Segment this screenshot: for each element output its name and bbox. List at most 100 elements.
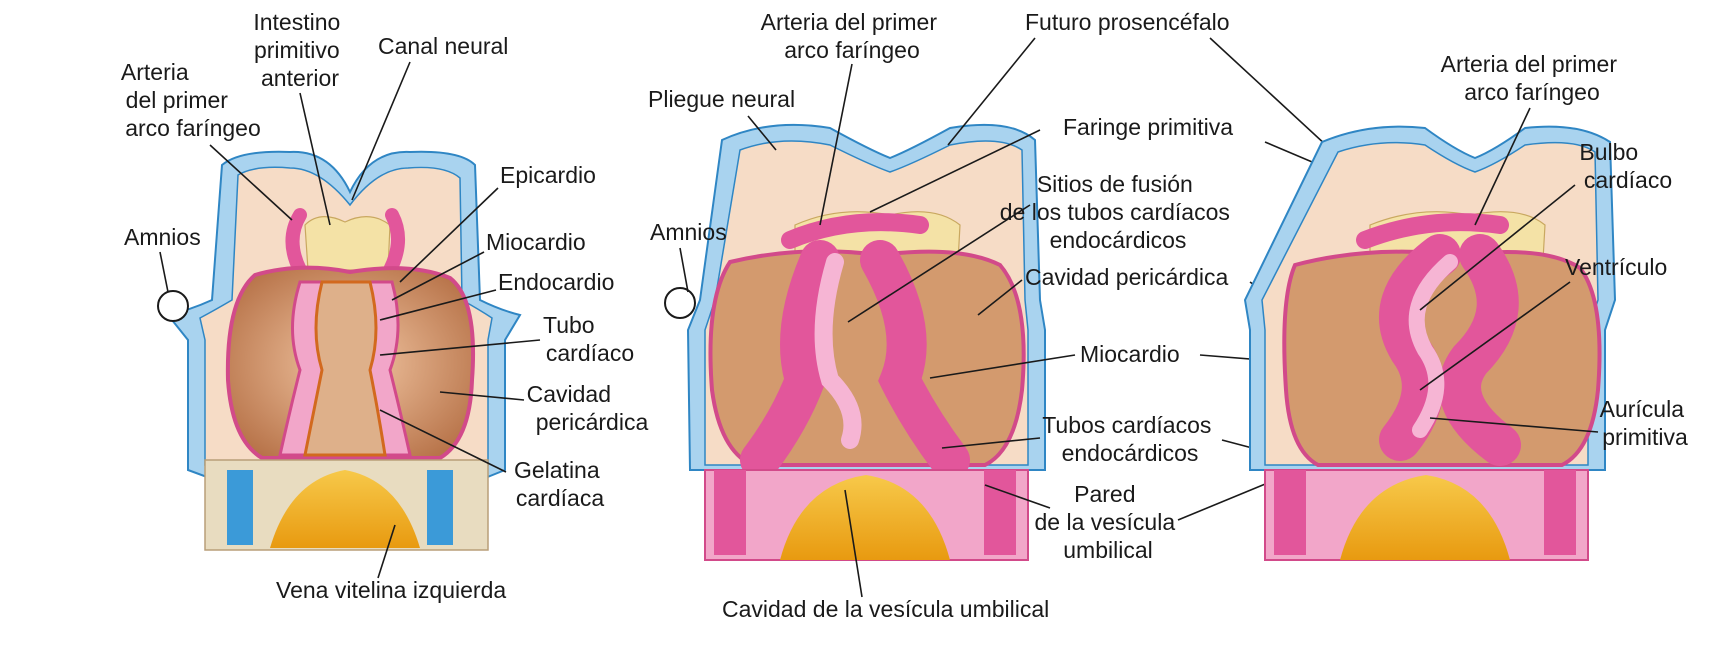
- leader-epicardio: [399, 187, 499, 283]
- label-gelatina-l1: Gelatina: [514, 457, 600, 483]
- label-arteria-left-l3: arco faríngeo: [125, 115, 261, 141]
- label-auricula-l2: primitiva: [1602, 424, 1688, 450]
- leader-miocardio-middle-a: [929, 354, 1076, 379]
- amnion-loop-middle: [664, 287, 696, 319]
- leader-arteria-left: [209, 144, 293, 221]
- arch-artery-middle: [781, 213, 929, 249]
- leader-canal-neural: [351, 61, 411, 201]
- label-intestino-l2: primitivo: [254, 37, 340, 63]
- leader-auricula: [1429, 417, 1599, 433]
- leader-tubos-a: [941, 437, 1041, 449]
- leader-intestino: [299, 92, 331, 226]
- label-cavidad-peri-middle: Cavidad pericárdica: [1025, 264, 1228, 290]
- label-arteria-right-l1: Arteria del primer: [1441, 51, 1618, 77]
- label-auricula: Aurícula primitiva: [1600, 396, 1691, 450]
- label-tubo-l2: cardíaco: [546, 340, 634, 366]
- label-cavidad-vesicula: Cavidad de la vesícula umbilical: [722, 596, 1049, 622]
- yolk-sac-cavity-left: [270, 470, 420, 548]
- label-arteria-left-l2: del primer: [126, 87, 229, 113]
- label-endocardio: Endocardio: [498, 269, 614, 295]
- pericardial-cavity-right: [1282, 249, 1602, 467]
- leader-amnios-left: [159, 251, 169, 293]
- leader-futuro-b: [1209, 37, 1341, 159]
- leader-pared-b: [1177, 479, 1276, 521]
- label-sitios-l1: Sitios de fusión: [1037, 171, 1193, 197]
- arch-artery-left-b: [383, 208, 405, 277]
- label-gelatina: Gelatina cardíaca: [514, 457, 606, 511]
- label-sitios-l2: de los tubos cardíacos: [1000, 199, 1230, 225]
- leader-cavidad-vesicula: [844, 489, 863, 598]
- leader-gelatina: [379, 409, 507, 473]
- label-arteria-middle-l2: arco faríngeo: [784, 37, 920, 63]
- label-amnios-left: Amnios: [124, 224, 201, 250]
- heart-tube-middle-right: [860, 240, 970, 480]
- label-pliegue: Pliegue neural: [648, 86, 795, 112]
- leader-sitios: [847, 204, 1031, 323]
- label-cavidad-left-l1: Cavidad: [527, 381, 611, 407]
- label-pared: Pared de la vesícula umbilical: [1034, 481, 1181, 563]
- label-arteria-left-l1: Arteria: [121, 59, 189, 85]
- yolk-sac-cavity-middle: [780, 475, 950, 560]
- label-bulbo-l1: Bulbo: [1579, 139, 1638, 165]
- panel-left-labels: Intestino primitivo anterior Canal neura…: [121, 9, 649, 603]
- leader-vena: [377, 524, 396, 579]
- label-tubos: Tubos cardíacos endocárdicos: [1042, 412, 1218, 466]
- label-pared-l3: umbilical: [1063, 537, 1152, 563]
- leader-faringe-a: [869, 129, 1041, 213]
- label-bulbo-l2: cardíaco: [1584, 167, 1672, 193]
- leader-futuro-a: [947, 37, 1036, 146]
- heart-loop-right-highlight: [1408, 254, 1458, 438]
- panel-middle-embryo: [664, 123, 1046, 561]
- panel-right-labels: Arteria del primer arco faríngeo Bulbo c…: [1419, 51, 1691, 450]
- leader-arteria-right: [1474, 107, 1531, 226]
- label-miocardio-left: Miocardio: [486, 229, 586, 255]
- label-intestino-l3: anterior: [261, 65, 339, 91]
- amnion-loop-left: [157, 290, 189, 322]
- label-tubos-l1: Tubos cardíacos: [1042, 412, 1211, 438]
- leader-pared-a: [984, 484, 1051, 509]
- label-arteria-left: Arteria del primer arco faríngeo: [121, 59, 261, 141]
- label-miocardio-middle: Miocardio: [1080, 341, 1180, 367]
- heart-loop-right: [1379, 234, 1521, 466]
- heart-tube-middle-highlight: [814, 253, 862, 449]
- label-tubos-l2: endocárdicos: [1062, 440, 1199, 466]
- leader-amnios-middle: [679, 247, 689, 293]
- label-cavidad-left: Cavidad pericárdica: [527, 381, 649, 435]
- yolk-sac-cavity-right: [1340, 475, 1510, 560]
- leader-endocardio: [379, 289, 497, 321]
- leader-miocardio-left: [391, 251, 485, 301]
- label-gelatina-l2: cardíaca: [516, 485, 604, 511]
- label-epicardio: Epicardio: [500, 162, 596, 188]
- label-bulbo: Bulbo cardíaco: [1579, 139, 1672, 193]
- leader-cavidad-peri-a: [977, 279, 1023, 316]
- label-amnios-middle: Amnios: [650, 219, 727, 245]
- label-cavidad-left-l2: pericárdica: [536, 409, 649, 435]
- label-tubo-l1: Tubo: [543, 312, 595, 338]
- label-arteria-middle-l1: Arteria del primer: [761, 9, 938, 35]
- label-futuro: Futuro prosencéfalo: [1025, 9, 1230, 35]
- label-sitios: Sitios de fusión de los tubos cardíacos …: [1000, 171, 1237, 253]
- label-canal-neural: Canal neural: [378, 33, 508, 59]
- label-tubo: Tubo cardíaco: [543, 312, 634, 366]
- heart-tube-middle-left: [740, 240, 840, 480]
- label-intestino-l1: Intestino: [253, 9, 340, 35]
- leader-cavidad-left: [439, 391, 525, 401]
- label-pared-l2: de la vesícula: [1034, 509, 1175, 535]
- arch-artery-right: [1356, 213, 1509, 249]
- label-auricula-l1: Aurícula: [1600, 396, 1685, 422]
- leader-ventriculo: [1419, 281, 1571, 391]
- label-arteria-right-l2: arco faríngeo: [1464, 79, 1600, 105]
- label-vena: Vena vitelina izquierda: [276, 577, 506, 603]
- leader-pliegue: [747, 115, 777, 151]
- label-sitios-l3: endocárdicos: [1050, 227, 1187, 253]
- panel-right-embryo: [1243, 125, 1617, 561]
- label-pared-l1: Pared: [1074, 481, 1135, 507]
- label-intestino: Intestino primitivo anterior: [253, 9, 346, 91]
- leader-arteria-middle: [819, 63, 853, 226]
- label-arteria-middle: Arteria del primer arco faríngeo: [761, 9, 944, 63]
- leader-bulbo: [1419, 184, 1576, 311]
- panel-left-embryo: [157, 150, 522, 551]
- label-arteria-right: Arteria del primer arco faríngeo: [1441, 51, 1624, 105]
- label-faringe: Faringe primitiva: [1063, 114, 1233, 140]
